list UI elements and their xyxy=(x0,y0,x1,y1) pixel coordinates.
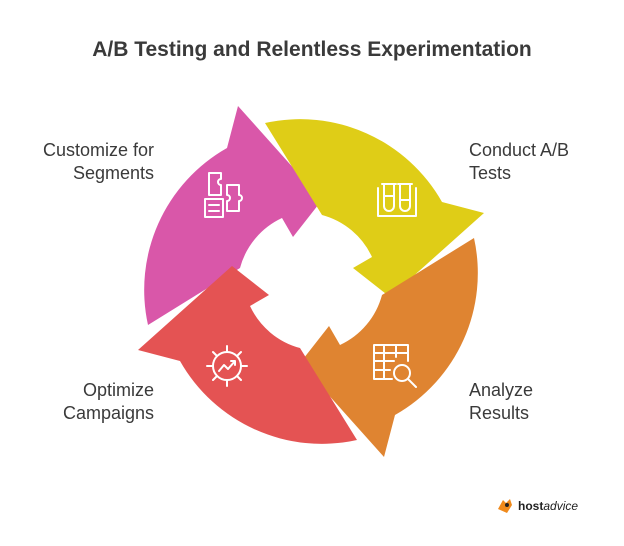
label-line: Campaigns xyxy=(62,403,154,423)
label-line: Results xyxy=(469,403,530,423)
hostadvice-logo-icon xyxy=(498,499,512,513)
hostadvice-brand[interactable]: hostadvice xyxy=(496,497,578,515)
segment-customize xyxy=(144,106,322,325)
puzzle-document-icon xyxy=(204,172,243,218)
label-analyze-results: Analyze Results xyxy=(469,379,619,425)
test-tubes-icon xyxy=(377,183,417,217)
brand-bold: host xyxy=(518,499,544,513)
brand-italic: advice xyxy=(543,499,579,513)
spreadsheet-magnifier-icon xyxy=(373,344,417,388)
label-optimize-campaigns: Optimize Campaigns xyxy=(0,379,154,425)
label-line: Conduct A/B xyxy=(469,140,570,160)
gear-chart-icon xyxy=(206,345,248,387)
label-line: Analyze xyxy=(469,380,534,400)
label-customize-for-segments: Customize for Segments xyxy=(0,139,154,185)
page-title: A/B Testing and Relentless Experimentati… xyxy=(92,38,532,61)
label-line: Tests xyxy=(469,163,512,183)
segment-optimize xyxy=(138,266,357,444)
segment-analyze xyxy=(300,238,478,457)
label-line: Segments xyxy=(72,163,154,183)
label-conduct-ab-tests: Conduct A/B Tests xyxy=(469,139,619,185)
brand-text: hostadvice xyxy=(518,499,578,513)
label-line: Customize for xyxy=(42,140,154,160)
segment-conduct xyxy=(265,119,484,298)
label-line: Optimize xyxy=(82,380,154,400)
